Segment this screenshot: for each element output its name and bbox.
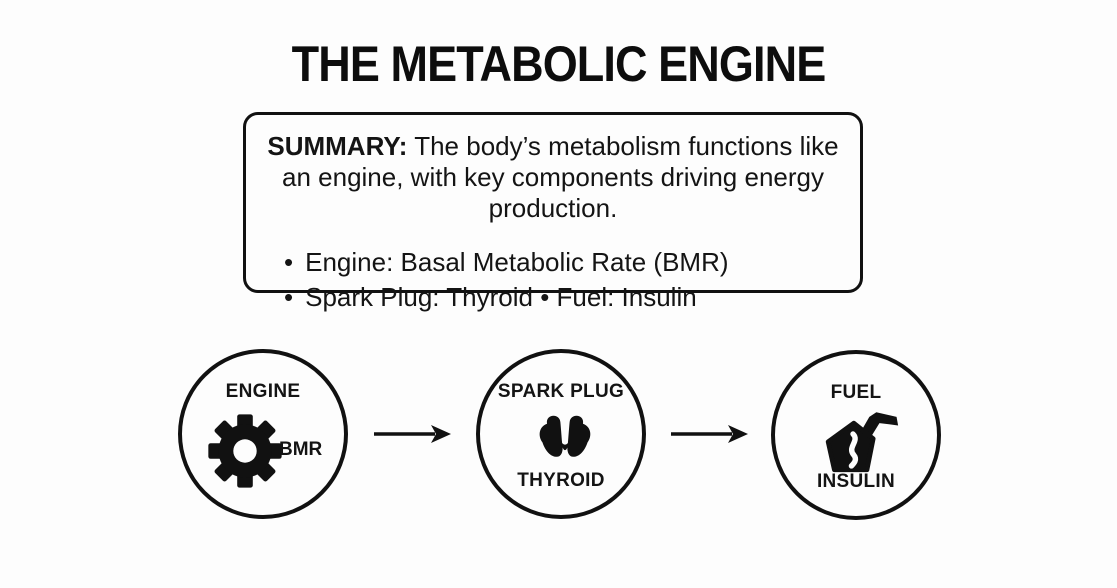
node-fuel-title: FUEL [830,382,882,403]
summary-text: The body’s metabolism functions like an … [282,131,839,223]
node-sparkplug-thyroid: SPARK PLUG THYROID [476,349,646,519]
fuel-nozzle-icon [825,412,899,473]
node-engine-bmr: ENGINE BMR [178,349,348,519]
thyroid-icon [539,415,591,457]
summary-bullet-sparkplug-fuel: Spark Plug: Thyroid • Fuel: Insulin [284,280,860,315]
node-thyroid-title: SPARK PLUG [497,381,625,402]
right-arrow-icon [671,425,748,443]
node-fuel-insulin: FUEL INSULIN [771,350,941,520]
title-row: THE METABOLIC ENGINE [0,36,1117,92]
summary-bullet-list: Engine: Basal Metabolic Rate (BMR) Spark… [246,245,860,315]
summary-paragraph: SUMMARY: The body’s metabolism functions… [258,131,848,224]
node-thyroid-sublabel: THYROID [517,470,605,491]
node-engine-sublabel: BMR [279,439,323,460]
summary-bullet-engine: Engine: Basal Metabolic Rate (BMR) [284,245,860,280]
right-arrow-icon [374,425,451,443]
page-title: THE METABOLIC ENGINE [291,36,827,92]
summary-label: SUMMARY: [267,131,408,161]
summary-box: SUMMARY: The body’s metabolism functions… [243,112,863,312]
node-fuel-sublabel: INSULIN [816,471,896,492]
node-engine-title: ENGINE [225,381,301,402]
gear-icon [208,414,282,488]
